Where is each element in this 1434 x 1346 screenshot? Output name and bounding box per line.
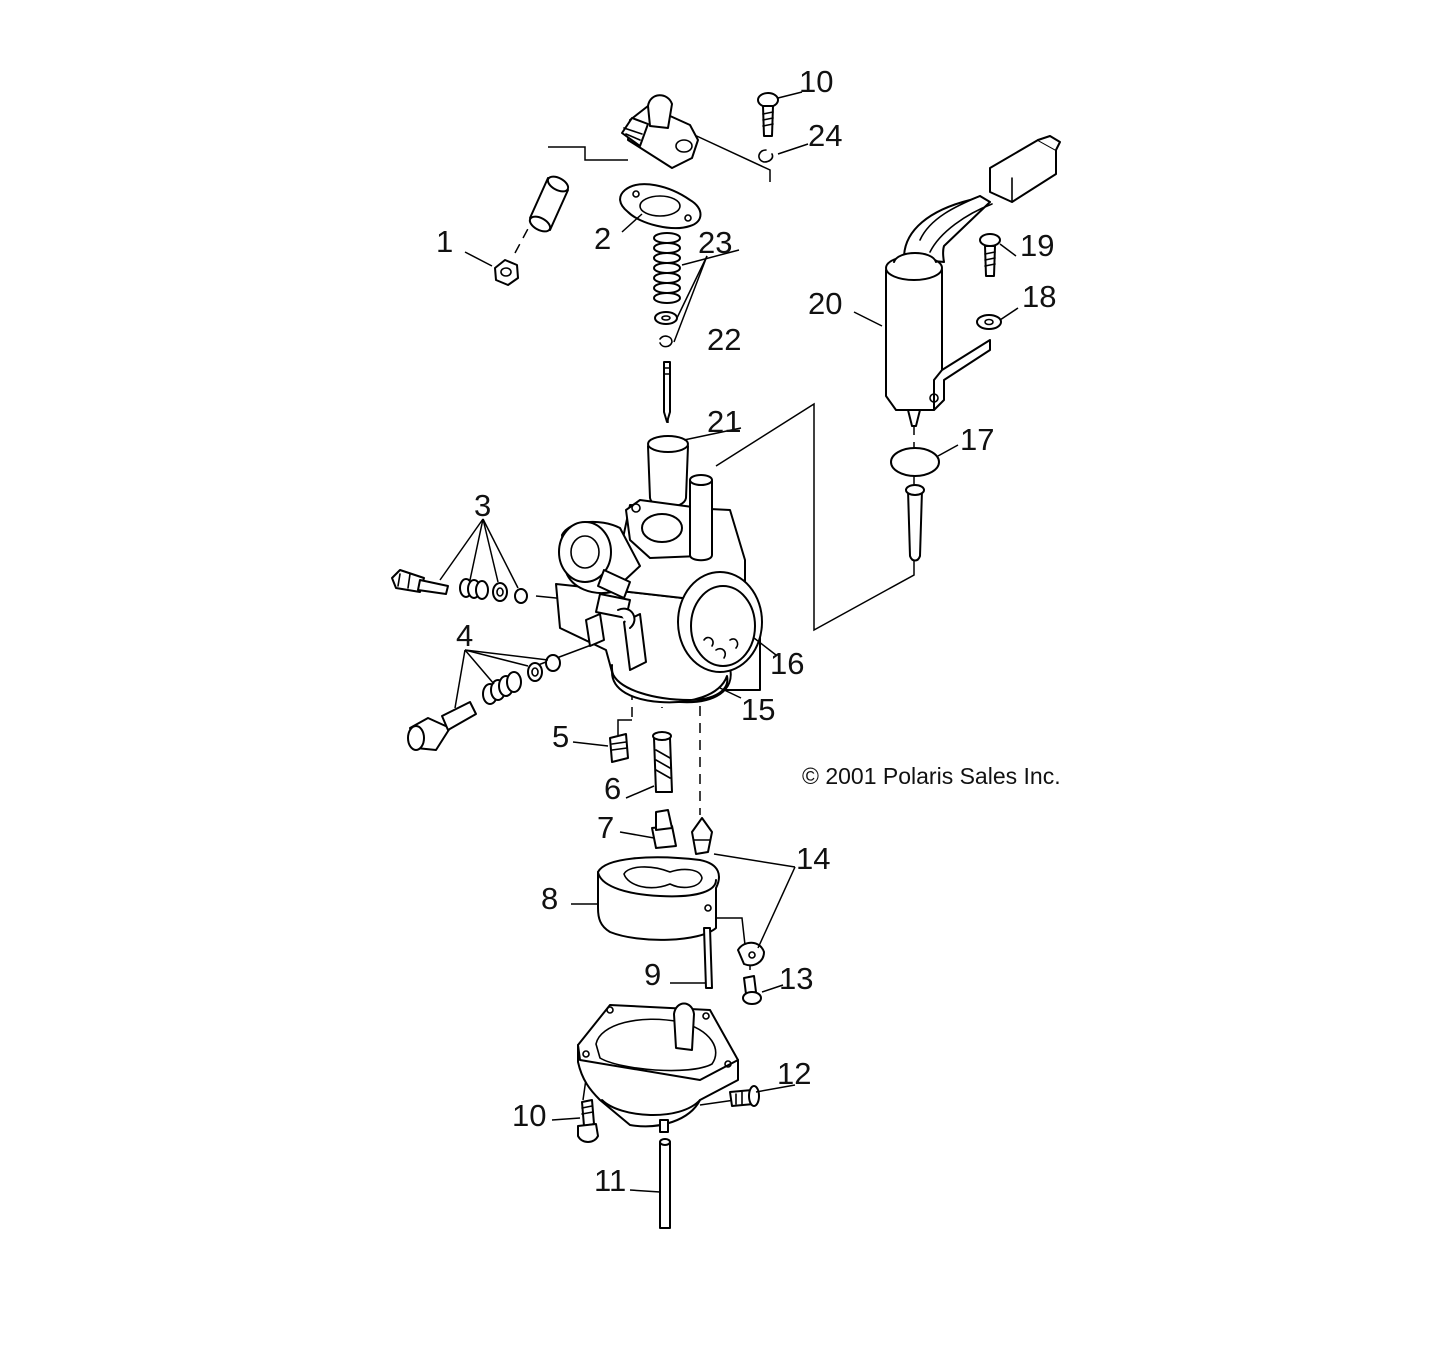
part-10-bowl-screw (577, 1099, 599, 1143)
callout-4: 4 (456, 618, 473, 653)
part-5-pilot-jet (609, 733, 629, 763)
part-11-drain-tube (659, 1138, 671, 1229)
callout-9: 9 (644, 957, 661, 992)
part-10-cap-screw (757, 92, 779, 137)
part-22-washer-and-clip (654, 311, 678, 348)
callout-17: 17 (960, 422, 994, 457)
float-bowl (577, 1002, 739, 1133)
callout-15: 15 (741, 692, 775, 727)
callout-19: 19 (1020, 228, 1054, 263)
callout-labels: 1 2 3 4 5 6 7 8 9 10 10 11 12 13 14 15 1… (436, 64, 1056, 1198)
callout-leaders (439, 91, 1019, 1193)
part-24-e-clip (758, 149, 774, 163)
callout-13: 13 (779, 961, 813, 996)
part-19-screw (979, 233, 1001, 277)
part-4-idle-screw-set (407, 654, 561, 751)
callout-5: 5 (552, 719, 569, 754)
part-14-clip (737, 941, 765, 967)
part-15-float-gasket (611, 671, 729, 704)
top-cap-fitting (621, 94, 699, 169)
callout-20: 20 (808, 286, 842, 321)
callout-8: 8 (541, 881, 558, 916)
callout-10-top: 10 (799, 64, 833, 99)
callout-2: 2 (594, 221, 611, 256)
callout-18: 18 (1022, 279, 1056, 314)
part-6-needle-jet (652, 731, 673, 793)
callout-23: 23 (698, 225, 732, 260)
callout-12: 12 (777, 1056, 811, 1091)
callout-21: 21 (707, 404, 741, 439)
callout-10-bottom: 10 (512, 1098, 546, 1133)
part-9-float-pin (703, 927, 713, 989)
part-7-main-jet (651, 809, 677, 849)
choke-plunger (905, 484, 925, 562)
callout-16: 16 (770, 646, 804, 681)
copyright-notice: © 2001 Polaris Sales Inc. (802, 763, 1061, 789)
callout-24: 24 (808, 118, 842, 153)
callout-7: 7 (597, 810, 614, 845)
callout-6: 6 (604, 771, 621, 806)
part-23-spring (653, 232, 681, 304)
part-13-screw (742, 975, 762, 1005)
part-17-o-ring (890, 447, 940, 477)
callout-11: 11 (594, 1163, 626, 1198)
jet-needle (663, 361, 671, 423)
part-8-float (597, 856, 720, 941)
part-12-drain-screw (729, 1085, 760, 1107)
part-16-intake-ring (677, 571, 763, 673)
callout-1: 1 (436, 224, 453, 259)
part-2-gasket (619, 183, 702, 230)
part-18-washer (976, 314, 1002, 330)
part-1-nut (494, 259, 519, 286)
fuel-filter (528, 175, 570, 233)
part-21-throttle-slide (647, 435, 689, 508)
part-3-pilot-screw-set (391, 569, 528, 604)
part-20-electric-choke (885, 135, 1061, 427)
part-14-float-needle (691, 817, 713, 855)
callout-3: 3 (474, 488, 491, 523)
callout-14: 14 (796, 841, 830, 876)
callout-22: 22 (707, 322, 741, 357)
